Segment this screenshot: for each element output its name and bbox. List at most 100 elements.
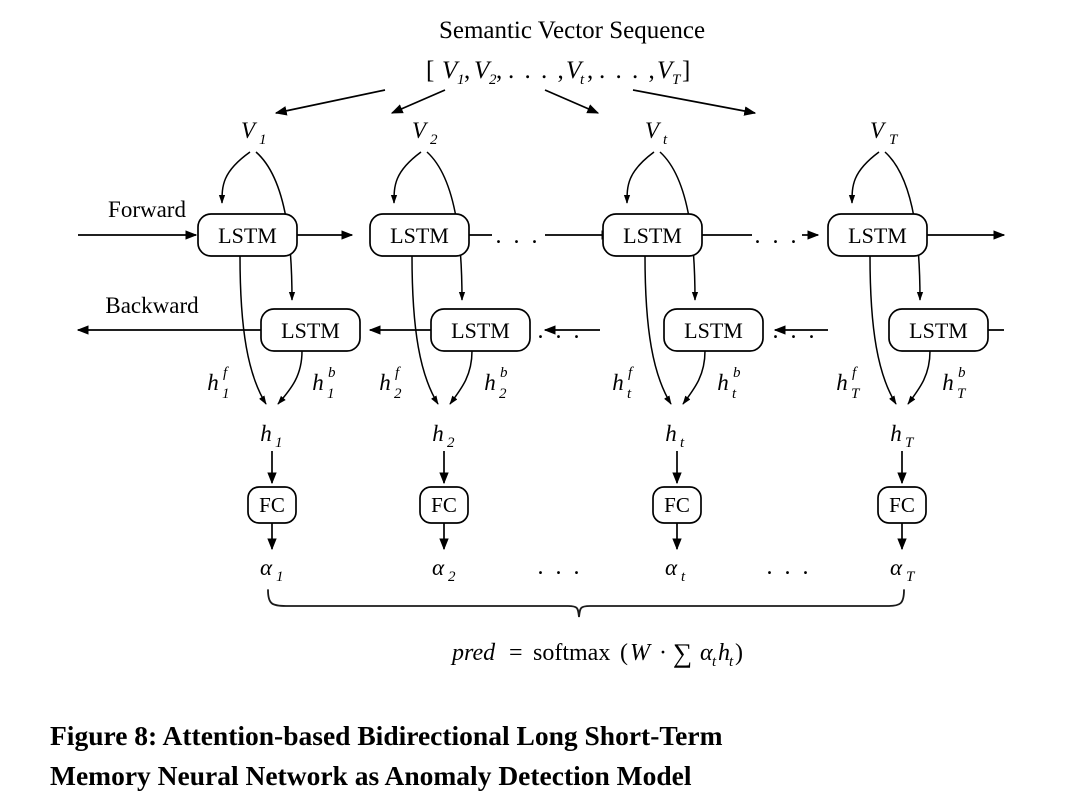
hf-base: h [836, 370, 848, 395]
hf-curve [644, 255, 672, 405]
h-label-col-2: h 2 [432, 421, 455, 451]
forward-lstm-col-1[interactable]: LSTM [197, 213, 298, 257]
fc-label: FC [664, 493, 690, 517]
seq-vt: V [566, 57, 584, 84]
alpha-sub: 1 [276, 569, 284, 585]
backward-ellipsis-2: . . . [773, 318, 818, 344]
hb-curve [682, 350, 706, 405]
hb-base: h [942, 370, 954, 395]
backward-lstm-col-2[interactable]: LSTM [430, 308, 531, 352]
hf-curve [411, 255, 439, 405]
seq-open-bracket: [ [426, 57, 434, 84]
h-merge-col-2 [411, 255, 473, 405]
hb-label-col-1: h 1 b [312, 365, 336, 402]
backward-lstm-col-t[interactable]: LSTM [663, 308, 764, 352]
fc-node-col-T[interactable]: FC [877, 486, 927, 524]
v-label-col-t: V t [645, 118, 668, 148]
fc-label: FC [889, 493, 915, 517]
seq-v1: V [442, 57, 460, 84]
alpha-label-col-1: α 1 [260, 555, 284, 585]
seq-comma-1: , [464, 57, 470, 84]
hf-sub: 1 [222, 386, 230, 402]
seq-vT: V [657, 57, 675, 84]
lstm-box[interactable] [602, 213, 703, 257]
lstm-label: LSTM [684, 318, 743, 343]
forward-lstm-col-T[interactable]: LSTM [827, 213, 928, 257]
lstm-label: LSTM [390, 223, 449, 248]
fanout-arrows [274, 89, 757, 116]
lstm-label: LSTM [451, 318, 510, 343]
lstm-label: LSTM [848, 223, 907, 248]
formula-w: W [630, 640, 652, 666]
lstm-box[interactable] [197, 213, 298, 257]
hb-base: h [717, 370, 729, 395]
v-label-text: V [241, 118, 258, 143]
formula-h-sub: t [729, 654, 734, 670]
v-label-text: V [412, 118, 429, 143]
v-label-sub: 1 [259, 132, 267, 148]
hb-curve [277, 350, 303, 405]
hf-sup: f [628, 365, 634, 381]
backward-lstm-col-T[interactable]: LSTM [888, 308, 989, 352]
fanout-arrow-3 [544, 89, 600, 114]
hf-sub: 2 [394, 386, 402, 402]
fc-node-col-2[interactable]: FC [419, 486, 469, 524]
lstm-box[interactable] [663, 308, 764, 352]
header-title: Semantic Vector Sequence [439, 17, 705, 44]
fc-label: FC [431, 493, 457, 517]
lstm-label: LSTM [218, 223, 277, 248]
lstm-box[interactable] [430, 308, 531, 352]
hf-sup: f [395, 365, 401, 381]
v-label-sub: 2 [430, 132, 438, 148]
forward-ellipsis-1: . . . [496, 223, 541, 249]
formula-alpha-sub: t [712, 654, 717, 670]
hb-label-col-T: h T b [942, 365, 967, 402]
lstm-box[interactable] [369, 213, 470, 257]
seq-ellipsis-1: . . . , [508, 57, 566, 84]
v-label-text: V [870, 118, 887, 143]
hb-sub: T [957, 386, 967, 402]
brace-path [267, 589, 905, 618]
lstm-box[interactable] [260, 308, 361, 352]
forward-lstm-col-t[interactable]: LSTM [602, 213, 703, 257]
caption-line-2: Memory Neural Network as Anomaly Detecti… [50, 760, 692, 791]
seq-v1-sub: 1 [457, 72, 465, 88]
v-to-forward-curve [848, 151, 880, 204]
hf-label-col-t: h t f [612, 365, 634, 402]
formula-h: h [718, 640, 730, 666]
alpha-base: α [432, 555, 445, 580]
formula-pred: pred [450, 640, 496, 666]
fc-label: FC [259, 493, 285, 517]
h-base: h [260, 421, 272, 446]
under-brace [267, 589, 905, 618]
lstm-box[interactable] [888, 308, 989, 352]
hb-sub: 1 [327, 386, 335, 402]
forward-lstm-col-2[interactable]: LSTM [369, 213, 470, 257]
hb-sup: b [958, 365, 966, 381]
h-base: h [432, 421, 444, 446]
seq-vT-sub: T [672, 72, 682, 88]
seq-v2-sub: 2 [489, 72, 497, 88]
alpha-sub: t [681, 569, 686, 585]
fc-node-col-1[interactable]: FC [247, 486, 297, 524]
lstm-label: LSTM [623, 223, 682, 248]
h-to-fc-arrows [267, 451, 907, 485]
h-label-col-t: h t [665, 421, 685, 451]
hb-label-col-2: h 2 b [484, 365, 508, 402]
caption-line-1: Figure 8: Attention-based Bidirectional … [50, 720, 723, 751]
backward-label: Backward [105, 293, 199, 318]
v-label-sub: T [889, 132, 899, 148]
v-label-col-T: V T [870, 118, 899, 148]
v-label-col-2: V 2 [412, 118, 438, 148]
forward-ellipsis-2: . . . [755, 223, 800, 249]
lstm-box[interactable] [827, 213, 928, 257]
h-sub: 1 [275, 435, 283, 451]
fc-node-col-t[interactable]: FC [652, 486, 702, 524]
hf-label-col-T: h T f [836, 365, 861, 402]
alpha-sub: T [906, 569, 916, 585]
h-base: h [665, 421, 677, 446]
backward-lstm-col-1[interactable]: LSTM [260, 308, 361, 352]
v-labels: V 1 V 2 V t V T [241, 118, 899, 148]
